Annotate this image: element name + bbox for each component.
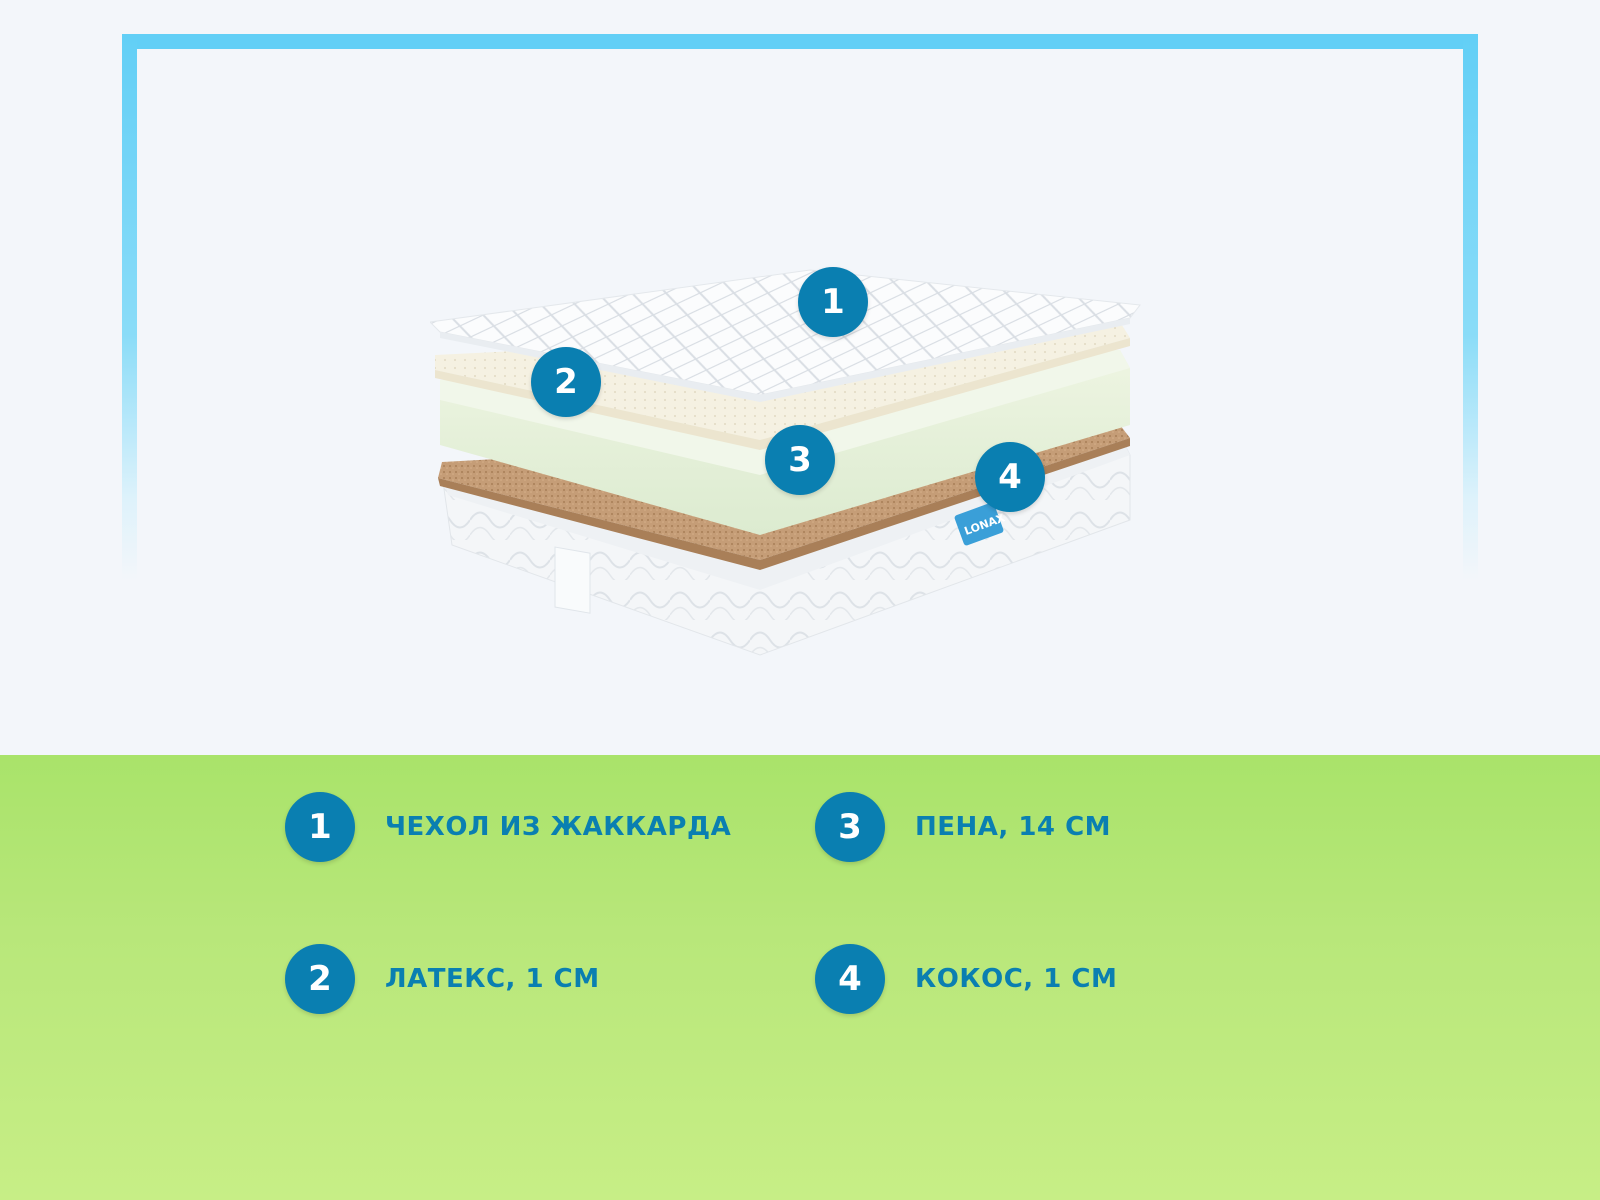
legend-band: 1 ЧЕХОЛ ИЗ ЖАККАРДА 2 ЛАТЕКС, 1 СМ 3 ПЕН…: [0, 755, 1600, 1200]
legend-item-4: 4 КОКОС, 1 СМ: [815, 944, 1117, 1014]
frame-top-border: [122, 34, 1478, 49]
legend-item-3: 3 ПЕНА, 14 СМ: [815, 792, 1111, 862]
legend-label: ПЕНА, 14 СМ: [915, 812, 1112, 842]
legend-badge: 4: [815, 944, 885, 1014]
legend-item-1: 1 ЧЕХОЛ ИЗ ЖАККАРДА: [285, 792, 731, 862]
frame-right-border: [1463, 34, 1478, 580]
legend-label: ЧЕХОЛ ИЗ ЖАККАРДА: [385, 812, 732, 842]
marker-3: 3: [765, 425, 835, 495]
product-image-area: LONAX 1 2 3 4: [122, 34, 1478, 656]
legend-label: ЛАТЕКС, 1 СМ: [385, 964, 600, 994]
frame-left-border: [122, 34, 137, 580]
marker-4: 4: [975, 442, 1045, 512]
legend-label: КОКОС, 1 СМ: [915, 964, 1118, 994]
legend-badge: 1: [285, 792, 355, 862]
legend-badge: 3: [815, 792, 885, 862]
marker-2: 2: [531, 347, 601, 417]
legend-item-2: 2 ЛАТЕКС, 1 СМ: [285, 944, 600, 1014]
legend-badge: 2: [285, 944, 355, 1014]
mattress-layers-icon: LONAX: [430, 269, 1141, 656]
marker-1: 1: [798, 267, 868, 337]
